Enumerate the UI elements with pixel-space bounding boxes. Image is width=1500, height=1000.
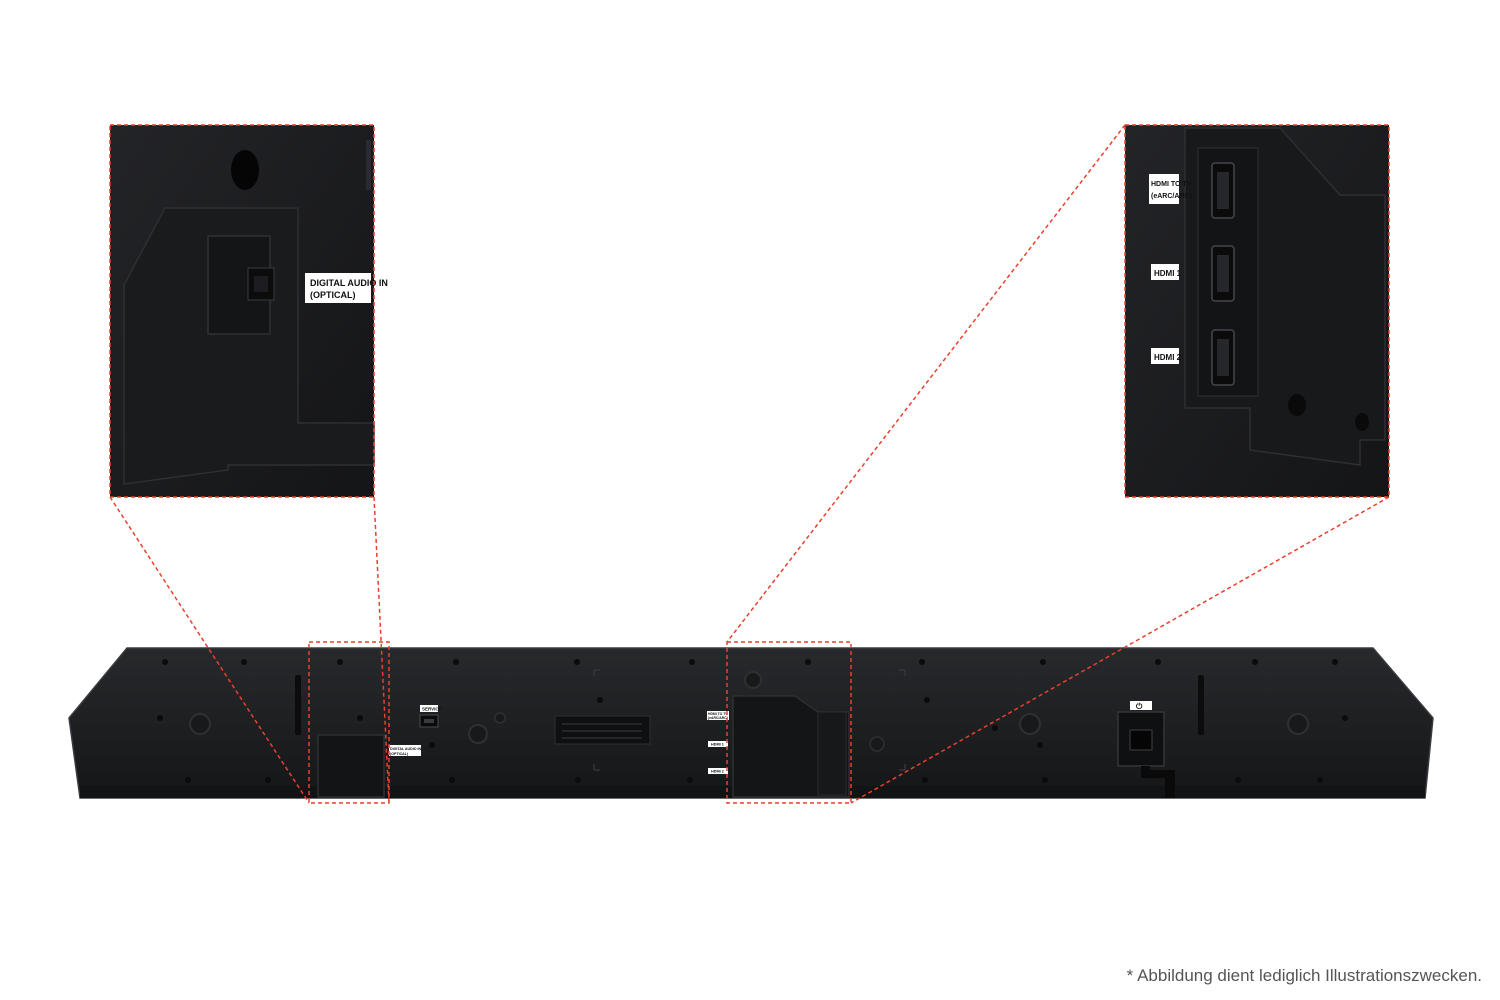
power-icon: ⏻ — [1136, 702, 1143, 711]
zoom-panel-optical: DIGITAL AUDIO IN (OPTICAL) — [109, 124, 388, 498]
power-cable — [1141, 766, 1175, 798]
disclaimer-text: * Abbildung dient lediglich Illustration… — [1126, 966, 1482, 985]
screw-dots — [157, 659, 1348, 783]
soundbar-optical-recess — [317, 734, 385, 798]
hdmi-port-1 — [1211, 245, 1235, 302]
hdmi-tv-label-line1: HDMI TO TV — [1151, 181, 1192, 188]
connector-left-1 — [109, 496, 310, 804]
recess-area — [123, 207, 375, 485]
optical-port — [247, 267, 275, 301]
soundbar-optical-label: DIGITAL AUDIO IN (OPTICAL) — [389, 745, 421, 756]
optical-label: DIGITAL AUDIO IN (OPTICAL) — [305, 273, 388, 303]
screw-hole — [1355, 413, 1369, 431]
zoom-frame-right — [1124, 124, 1390, 498]
optical-label-background — [305, 273, 371, 303]
zoom-frame-left — [109, 124, 375, 498]
soundbar-hdmi-tv-line2: (eARC/ARC) — [708, 716, 728, 720]
connector-right-2 — [850, 496, 1390, 804]
hdmi2-label: HDMI 2 — [1151, 348, 1182, 364]
soundbar-hdmi1: HDMI 1 — [711, 743, 724, 747]
mount-hole — [231, 150, 259, 190]
optical-label-line2: (OPTICAL) — [310, 290, 356, 300]
highlight-box-hdmi — [726, 641, 852, 804]
highlight-box-optical — [308, 641, 390, 804]
speaker-rings — [189, 671, 1309, 752]
soundbar-optical-label-line1: DIGITAL AUDIO IN — [390, 747, 421, 751]
hdmi-tv-label: HDMI TO TV (eARC/ARC) — [1149, 174, 1192, 204]
mount-slot — [1198, 675, 1204, 735]
optical-label-line1: DIGITAL AUDIO IN — [310, 278, 388, 288]
connector-right-1 — [726, 124, 1126, 643]
soundbar: DIGITAL AUDIO IN (OPTICAL) SERVICE HDMI … — [68, 641, 1434, 804]
zoom-connector-lines — [109, 124, 1390, 804]
rating-plate — [554, 715, 651, 745]
power-socket: ⏻ — [1117, 701, 1175, 798]
rating-plate-lines — [562, 723, 642, 739]
optical-port-inner — [254, 276, 268, 292]
screw-hole — [1288, 394, 1306, 416]
service-label: SERVICE — [422, 707, 442, 712]
soundbar-hdmi2: HDMI 2 — [711, 770, 724, 774]
hdmi1-label-text: HDMI 1 — [1154, 269, 1182, 278]
zoom-panel-hdmi: HDMI TO TV (eARC/ARC) HDMI 1 HDMI 2 — [1124, 124, 1390, 498]
hdmi1-label: HDMI 1 — [1151, 264, 1182, 280]
soundbar-hdmi-tv-line1: HDMI TO TV — [708, 712, 728, 716]
edge-detail — [366, 140, 371, 190]
connector-left-2 — [373, 496, 390, 804]
hdmi-tv-label-line2: (eARC/ARC) — [1151, 193, 1192, 200]
soundbar-optical-label-line2: (OPTICAL) — [390, 752, 409, 756]
hdmi-port-2 — [1211, 329, 1235, 386]
soundbar-hdmi-labels: HDMI TO TV (eARC/ARC) HDMI 1 HDMI 2 — [707, 711, 729, 774]
corner-marks — [593, 669, 906, 771]
hdmi-port-tv — [1211, 162, 1235, 219]
hdmi2-label-text: HDMI 2 — [1154, 353, 1182, 362]
mount-slot — [295, 675, 301, 735]
hdmi-cover — [817, 711, 847, 796]
service-port: SERVICE — [419, 705, 442, 728]
